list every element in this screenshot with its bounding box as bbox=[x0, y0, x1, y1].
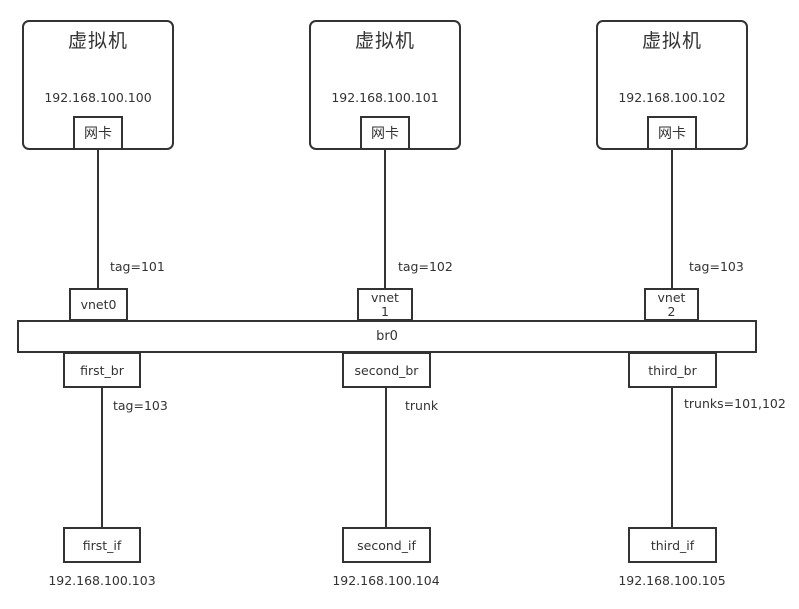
nic-label: 网卡 bbox=[658, 126, 686, 142]
vnet-label-line1: vnet bbox=[657, 289, 686, 305]
interface-box-first: first_if bbox=[63, 527, 141, 563]
vm-title: 虚拟机 bbox=[641, 30, 702, 52]
tag-label-vm2: tag=102 bbox=[398, 259, 453, 274]
nic-box-3: 网卡 bbox=[647, 116, 697, 150]
link-firstbr-firstif bbox=[101, 388, 103, 527]
bridge-bar-br0: br0 bbox=[17, 320, 757, 353]
nic-label: 网卡 bbox=[84, 126, 112, 142]
link-vm3-vnet2 bbox=[671, 150, 673, 288]
vm-box-3: 虚拟机 192.168.100.102 bbox=[596, 20, 748, 150]
interface-ip-first: 192.168.100.103 bbox=[48, 573, 156, 588]
interface-label: third_if bbox=[650, 537, 695, 553]
vm-ip: 192.168.100.101 bbox=[331, 90, 439, 105]
vm-box-2: 虚拟机 192.168.100.101 bbox=[309, 20, 461, 150]
tag-label-vm3: tag=103 bbox=[689, 259, 744, 274]
subbridge-box-first: first_br bbox=[63, 352, 141, 388]
interface-label: first_if bbox=[82, 537, 122, 553]
vnet-label-line1: vnet bbox=[371, 289, 399, 305]
tag-label-vm1: tag=101 bbox=[110, 259, 165, 274]
nic-label: 网卡 bbox=[371, 126, 399, 142]
vm-title: 虚拟机 bbox=[67, 30, 128, 52]
link-label-first: tag=103 bbox=[113, 398, 168, 413]
vnet-label-line2: 2 bbox=[667, 303, 676, 319]
nic-box-2: 网卡 bbox=[360, 116, 410, 150]
subbridge-label: first_br bbox=[80, 362, 124, 378]
vnet1-box: vnet 1 bbox=[357, 288, 413, 321]
link-label-third: trunks=101,102 bbox=[684, 396, 786, 411]
link-vm1-vnet0 bbox=[97, 150, 99, 288]
vm-ip: 192.168.100.100 bbox=[44, 90, 152, 105]
link-thirdbr-thirdif bbox=[671, 388, 673, 527]
interface-box-second: second_if bbox=[342, 527, 431, 563]
subbridge-box-second: second_br bbox=[342, 352, 431, 388]
interface-ip-second: 192.168.100.104 bbox=[332, 573, 440, 588]
vm-title: 虚拟机 bbox=[354, 30, 415, 52]
link-label-second: trunk bbox=[405, 398, 439, 413]
interface-label: second_if bbox=[357, 537, 416, 553]
vnet2-box: vnet 2 bbox=[644, 288, 699, 321]
bridge-label: br0 bbox=[376, 329, 398, 344]
vnet-label-line2: 1 bbox=[381, 303, 389, 319]
interface-box-third: third_if bbox=[628, 527, 717, 563]
interface-ip-third: 192.168.100.105 bbox=[618, 573, 726, 588]
vnet0-box: vnet0 bbox=[69, 288, 128, 321]
nic-box-1: 网卡 bbox=[73, 116, 123, 150]
link-secondbr-secondif bbox=[385, 388, 387, 527]
subbridge-box-third: third_br bbox=[628, 352, 717, 388]
link-vm2-vnet1 bbox=[384, 150, 386, 288]
subbridge-label: third_br bbox=[648, 362, 697, 378]
vm-ip: 192.168.100.102 bbox=[618, 90, 726, 105]
vnet-label-line1: vnet0 bbox=[80, 296, 117, 312]
subbridge-label: second_br bbox=[354, 362, 419, 378]
